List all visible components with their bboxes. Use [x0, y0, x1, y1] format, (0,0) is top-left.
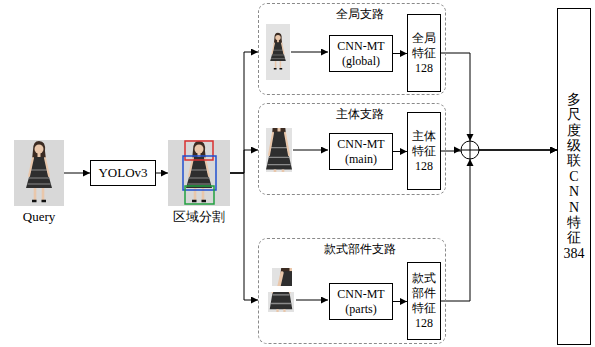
cnn-box: CNN-MT (parts): [329, 283, 393, 320]
box-label: YOLOv3: [98, 165, 147, 181]
connector-arrow: [230, 173, 258, 300]
input-arrow: [293, 150, 328, 151]
query-image: Query: [14, 140, 64, 206]
main-crop-photo: [266, 112, 292, 185]
connector-arrow: [393, 301, 407, 302]
branch-panel: 主体支路 CNN-MT (main) 主体 特征 128: [258, 103, 446, 195]
feature-label: 多 尺 度 级 联 C N N 特 征 384: [563, 92, 585, 261]
concat-symbol: [461, 141, 479, 159]
cnn-box: CNN-MT (main): [329, 133, 393, 170]
global-crop: [270, 33, 286, 69]
feature-label: 全局 特征 128: [411, 31, 436, 76]
connector-arrow: [230, 150, 258, 173]
input-arrow: [296, 300, 328, 301]
photo-background: [168, 140, 230, 206]
process-box: YOLOv3: [90, 160, 156, 186]
segmented-photo: [186, 141, 212, 201]
panel-heading: 主体支路: [336, 107, 384, 121]
connector-arrow: [393, 151, 407, 152]
arrow-head: [454, 147, 461, 154]
concat-plus: [461, 141, 479, 159]
output-bar: 多 尺 度 级 联 C N N 特 征 384: [557, 8, 591, 345]
branch-panel: 款式部件支路 CNN-MT (parts) 款式 部件 特征 128: [258, 238, 446, 344]
region-box: [185, 186, 214, 204]
region-box: [185, 141, 213, 160]
connector-arrow: [230, 52, 258, 173]
box-label: CNN-MT (main): [334, 137, 388, 166]
photo-background: [264, 241, 299, 335]
connector-arrow: [64, 173, 90, 174]
photo-background: [14, 140, 64, 206]
cnn-box: CNN-MT (global): [329, 35, 393, 72]
arrow-head: [467, 159, 474, 166]
hem-crop-photo: [270, 242, 293, 328]
box-label: CNN-MT (parts): [334, 287, 388, 316]
hem-crop: [264, 241, 299, 335]
connector-arrow: [156, 173, 168, 174]
feature-box: 款式 部件 特征 128: [407, 262, 441, 340]
main-crop: [259, 111, 299, 192]
input-arrow: [291, 52, 328, 53]
arrow-head: [467, 134, 474, 141]
feature-box: 主体 特征 128: [407, 112, 441, 190]
image-caption: 区域分割: [173, 209, 225, 225]
panel-heading: 款式部件支路: [324, 242, 396, 256]
connector-arrow: [441, 150, 557, 301]
panel-heading: 全局支路: [336, 7, 384, 21]
image-caption: Query: [23, 209, 56, 225]
feature-label: 款式 部件 特征 128: [411, 271, 436, 331]
box-label: CNN-MT (global): [334, 39, 388, 68]
query-photo: [26, 141, 52, 201]
feature-box: 全局 特征 128: [407, 14, 441, 92]
region-box: [183, 156, 216, 190]
photo-background: [259, 111, 299, 192]
feature-label: 主体 特征 128: [411, 129, 436, 174]
connector-arrow: [393, 53, 407, 54]
segmented-image: 区域分割: [168, 140, 230, 206]
branch-panel: 全局支路 CNN-MT (global) 全局 特征 128: [258, 3, 446, 95]
connector-arrow: [441, 53, 557, 150]
photo-background: [266, 24, 290, 80]
